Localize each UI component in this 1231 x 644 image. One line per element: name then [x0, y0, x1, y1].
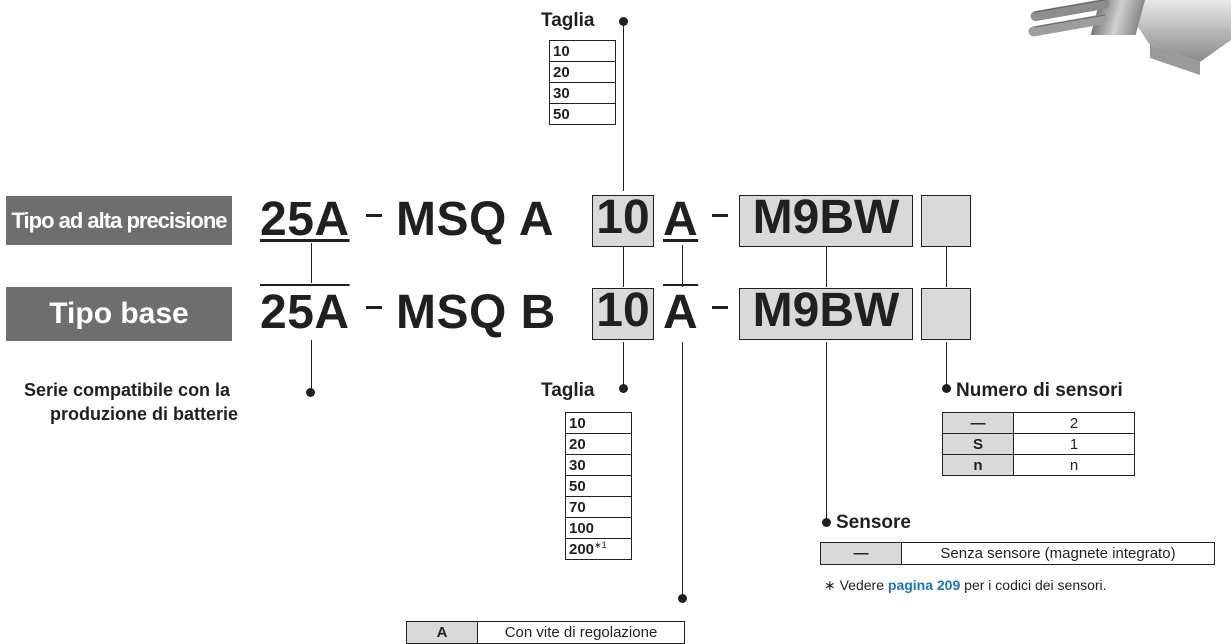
- sensore-dot: [822, 518, 831, 527]
- connector-num-12: [946, 245, 947, 287]
- connector-sensor-12: [826, 245, 827, 287]
- numero-sensori-dot: [942, 384, 951, 393]
- row1-adjust: A: [663, 193, 699, 246]
- numero-sensori-title: Numero di sensori: [956, 380, 1123, 401]
- sensore-code: —: [820, 542, 902, 565]
- taglia-bottom-value-200: 200∗1: [565, 538, 632, 560]
- series-note-line2: produzione di batterie: [50, 404, 239, 424]
- footnote-mark: ∗1: [594, 540, 607, 550]
- connector-series-12: [311, 243, 312, 283]
- connector-size-12: [623, 245, 624, 287]
- connector-taglia-top: [623, 22, 624, 191]
- adjust-dot: [678, 594, 687, 603]
- row2-size: 10: [596, 284, 650, 337]
- row2-num-box: [921, 288, 971, 340]
- connector-num-down: [946, 342, 947, 390]
- sensore-title: Sensore: [836, 512, 911, 533]
- row1-sensor-box: M9BW: [739, 194, 913, 247]
- numero-sensori-value: n: [1013, 454, 1135, 476]
- taglia-bottom-title: Taglia: [541, 380, 595, 401]
- connector-adjust-down: [682, 342, 683, 598]
- taglia-top-title: Taglia: [541, 10, 595, 31]
- numero-sensori-value: 1: [1013, 433, 1135, 455]
- label-base-text: Tipo base: [49, 297, 189, 330]
- connector-sensor-down: [826, 342, 827, 522]
- taglia-bottom-value: 30: [565, 454, 632, 476]
- numero-sensori-code: S: [942, 433, 1014, 455]
- adjust-value: Con vite di regolazione: [477, 621, 685, 644]
- taglia-top-dot: [619, 17, 628, 26]
- sensore-note-link[interactable]: pagina 209: [887, 577, 961, 593]
- taglia-top-value: 50: [549, 103, 616, 125]
- numero-sensori-code: —: [942, 412, 1014, 434]
- row1-model: MSQ A: [396, 193, 555, 246]
- connector-adjust-12: [682, 245, 683, 287]
- row2-series: 25A: [260, 286, 350, 339]
- numero-sensori-table: — 2 S 1 n n: [942, 412, 1135, 476]
- adjust-code: A: [406, 621, 478, 644]
- row1-dash: [366, 214, 382, 217]
- row1-sensor: M9BW: [752, 191, 900, 244]
- taglia-bottom-dot: [619, 384, 628, 393]
- row2-model: MSQ B: [396, 286, 556, 339]
- row1-size: 10: [596, 191, 650, 244]
- sensore-table: — Senza sensore (magnete integrato): [820, 542, 1215, 565]
- label-high-precision-text: Tipo ad alta precisione: [11, 207, 228, 233]
- adjust-table: A Con vite di regolazione: [406, 621, 685, 644]
- numero-sensori-value: 2: [1013, 412, 1135, 434]
- taglia-top-value: 20: [549, 61, 616, 83]
- connector-series-down: [311, 340, 312, 393]
- product-cylinder-image: [1028, 0, 1231, 75]
- taglia-bottom-table: 10 20 30 50 70 100 200∗1: [565, 412, 632, 560]
- row2-sensor: M9BW: [752, 284, 900, 337]
- taglia-top-value: 30: [549, 82, 616, 104]
- taglia-bottom-value: 70: [565, 496, 632, 518]
- label-high-precision: Tipo ad alta precisione: [6, 196, 232, 245]
- series-note-line1: Serie compatibile con la: [24, 380, 231, 400]
- taglia-bottom-value: 50: [565, 475, 632, 497]
- connector-size-down: [623, 342, 624, 389]
- sensore-note: ∗ Vedere pagina 209 per i codici dei sen…: [824, 577, 1107, 594]
- row1-dash2: [712, 214, 728, 217]
- row2-size-box: 10: [592, 287, 654, 340]
- row2-dash: [366, 306, 382, 309]
- row1-num-box: [921, 195, 971, 247]
- row2-sensor-box: M9BW: [739, 287, 913, 340]
- taglia-bottom-value: 10: [565, 412, 632, 434]
- row2-adjust: A: [663, 286, 699, 339]
- sensore-value: Senza sensore (magnete integrato): [901, 542, 1215, 565]
- taglia-top-value: 10: [549, 40, 616, 62]
- sensore-note-prefix: ∗ Vedere: [824, 577, 888, 593]
- taglia-bottom-value: 20: [565, 433, 632, 455]
- row1-series: 25A: [260, 193, 350, 246]
- taglia-bottom-value: 200: [569, 541, 595, 558]
- numero-sensori-code: n: [942, 454, 1014, 476]
- label-base: Tipo base: [6, 287, 232, 341]
- sensore-note-suffix: per i codici dei sensori.: [960, 577, 1107, 593]
- row2-dash2: [712, 306, 728, 309]
- series-dot: [306, 388, 315, 397]
- taglia-top-table: 10 20 30 50: [549, 40, 616, 125]
- row1-size-box: 10: [592, 194, 654, 247]
- taglia-bottom-value: 100: [565, 517, 632, 539]
